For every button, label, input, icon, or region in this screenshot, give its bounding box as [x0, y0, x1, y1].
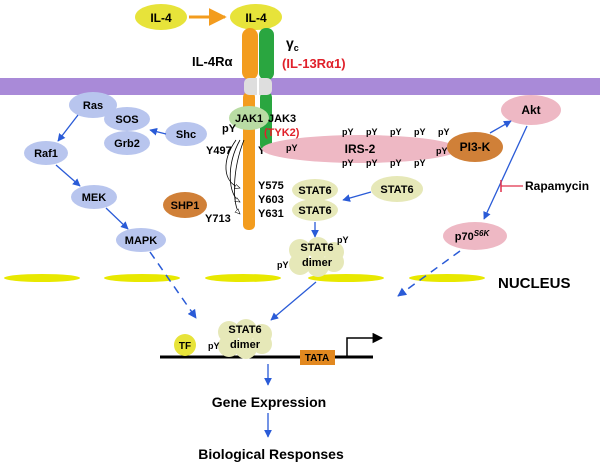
shc-node	[165, 122, 207, 146]
jak1-label: JAK1	[235, 113, 263, 125]
stat6-dimer-py-right: pY	[337, 235, 349, 245]
irs2-py-1: pY	[342, 127, 354, 137]
raf1-to-mek-arrow	[55, 164, 81, 187]
stat6-dimer-cytoplasm	[289, 237, 344, 277]
stat6-free-label: STAT6	[380, 184, 413, 196]
tata-box	[300, 350, 335, 365]
il4r-alpha-label: IL-4Rα	[192, 54, 233, 69]
y497-left: Y497	[206, 145, 232, 157]
il13ra1-label: (IL-13Rα1)	[282, 56, 346, 71]
grb2-label: Grb2	[114, 138, 140, 150]
stat6-bound-upper	[292, 179, 338, 201]
nuclear-stat6-label: STAT6	[228, 324, 261, 336]
irs2-node	[262, 135, 458, 163]
pi3k-label: PI3-K	[460, 140, 491, 154]
shc-label: Shc	[176, 129, 196, 141]
irs2-phosphosites: pY pY pY pY pY pY pY pY pY pY pY	[286, 127, 450, 168]
sos-label: SOS	[115, 114, 138, 126]
nuclear-dimer-py: pY	[208, 341, 220, 351]
irs2-py-9: pY	[366, 158, 378, 168]
akt-node	[501, 95, 561, 125]
pi3k-node	[447, 132, 503, 162]
mapk-node	[116, 228, 166, 252]
irs2-py-5: pY	[438, 127, 450, 137]
tata-label: TATA	[305, 353, 329, 364]
il4-bound-ligand	[230, 4, 282, 30]
irs2-py-4: pY	[414, 127, 426, 137]
tf-label: TF	[179, 341, 191, 352]
nuclear-dimer-label: dimer	[230, 339, 261, 351]
irs2-py-7: pY	[436, 146, 448, 156]
irs2-py-3: pY	[390, 127, 402, 137]
py-jak1: pY	[222, 123, 237, 135]
y631: Y631	[258, 208, 284, 220]
il4-free-label: IL-4	[150, 11, 172, 25]
mapk-to-promoter-arrow	[149, 251, 197, 319]
stat6-bound-upper-label: STAT6	[298, 185, 331, 197]
transcription-start-arrow	[346, 332, 384, 357]
pi3k-to-akt-arrow	[489, 120, 512, 134]
raf1-label: Raf1	[34, 148, 58, 160]
tf-node	[174, 334, 196, 356]
y603: Y603	[258, 194, 284, 206]
irs2-py-2: pY	[366, 127, 378, 137]
cell-membrane	[0, 78, 600, 95]
jak-phospho-arrow-3	[234, 139, 245, 214]
gamma-c-extracellular	[259, 28, 274, 80]
il4-free-ligand	[135, 4, 187, 30]
stat6-recruit-arrow	[342, 191, 372, 202]
irs2-py-8: pY	[342, 158, 354, 168]
nuclear-envelope	[4, 274, 485, 282]
shp1-label: SHP1	[171, 200, 200, 212]
irs2-py-10: pY	[390, 158, 402, 168]
stat6-dimer-stat-label: STAT6	[300, 242, 333, 254]
y575: Y575	[258, 180, 284, 192]
mapk-label: MAPK	[125, 235, 157, 247]
nucleus-label: NUCLEUS	[498, 275, 571, 292]
mek-to-mapk-arrow	[105, 207, 129, 230]
stat6-bound-lower	[292, 199, 338, 221]
ras-node	[69, 92, 117, 118]
grb2-node	[104, 131, 150, 155]
il4-bound-label: IL-4	[245, 11, 267, 25]
akt-to-p70-arrow	[483, 125, 528, 220]
gene-expression-label: Gene Expression	[212, 394, 326, 410]
dimer-to-promoter-arrow	[270, 281, 317, 321]
raf1-node	[24, 141, 68, 165]
akt-label: Akt	[521, 103, 540, 117]
irs2-label: IRS-2	[345, 142, 376, 156]
ras-label: Ras	[83, 100, 103, 112]
jak-phospho-arrow-2	[229, 139, 240, 202]
shc-to-grb2-arrow	[149, 127, 167, 136]
p70s6k-node	[443, 222, 507, 250]
rapamycin-label: Rapamycin	[525, 179, 589, 193]
stat6-dimer-label: dimer	[302, 257, 333, 269]
y713: Y713	[205, 213, 231, 225]
p70-to-nucleus-arrow	[397, 250, 461, 297]
shp1-node	[163, 192, 207, 218]
stat6-free	[371, 176, 423, 202]
stat6-dimer-py-left: pY	[277, 260, 289, 270]
stat6-bound-lower-label: STAT6	[298, 205, 331, 217]
ras-to-raf1-arrow	[57, 114, 79, 142]
mek-node	[71, 185, 117, 209]
mek-label: MEK	[82, 192, 107, 204]
jak-phospho-arrow-1	[225, 139, 240, 188]
stat6-dimer-nuclear	[218, 319, 272, 359]
jak3-label: JAK3	[268, 113, 296, 125]
tyk2-label: (TYK2)	[264, 127, 300, 139]
irs2-py-6: pY	[286, 143, 298, 153]
gamma-c-symbol: γc	[286, 35, 299, 53]
il4r-alpha-extracellular	[242, 28, 258, 80]
jak1-kinase	[229, 106, 269, 130]
biological-responses-label: Biological Responses	[198, 446, 344, 462]
p70s6k-label: p70S6K	[455, 229, 491, 243]
irs2-py-11: pY	[414, 158, 426, 168]
sos-node	[104, 107, 150, 131]
